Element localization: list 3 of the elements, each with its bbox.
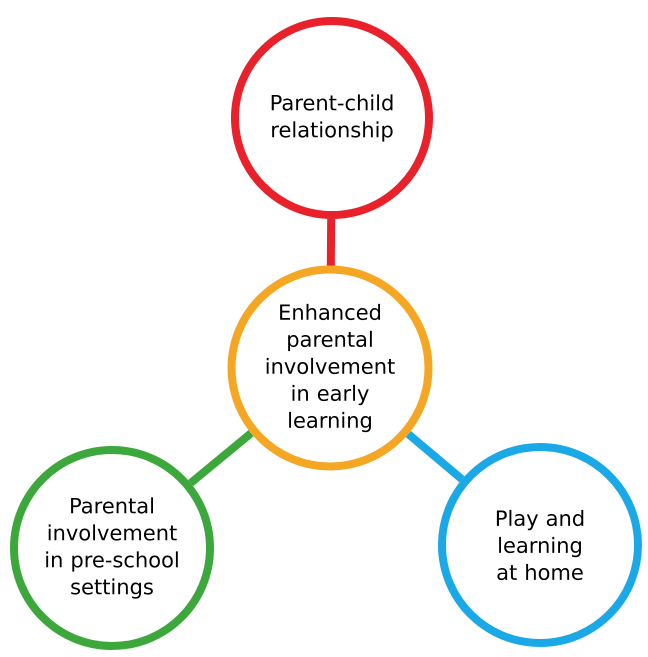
connector-line — [326, 218, 336, 266]
connector-line — [406, 430, 465, 482]
connector-line — [188, 430, 254, 486]
